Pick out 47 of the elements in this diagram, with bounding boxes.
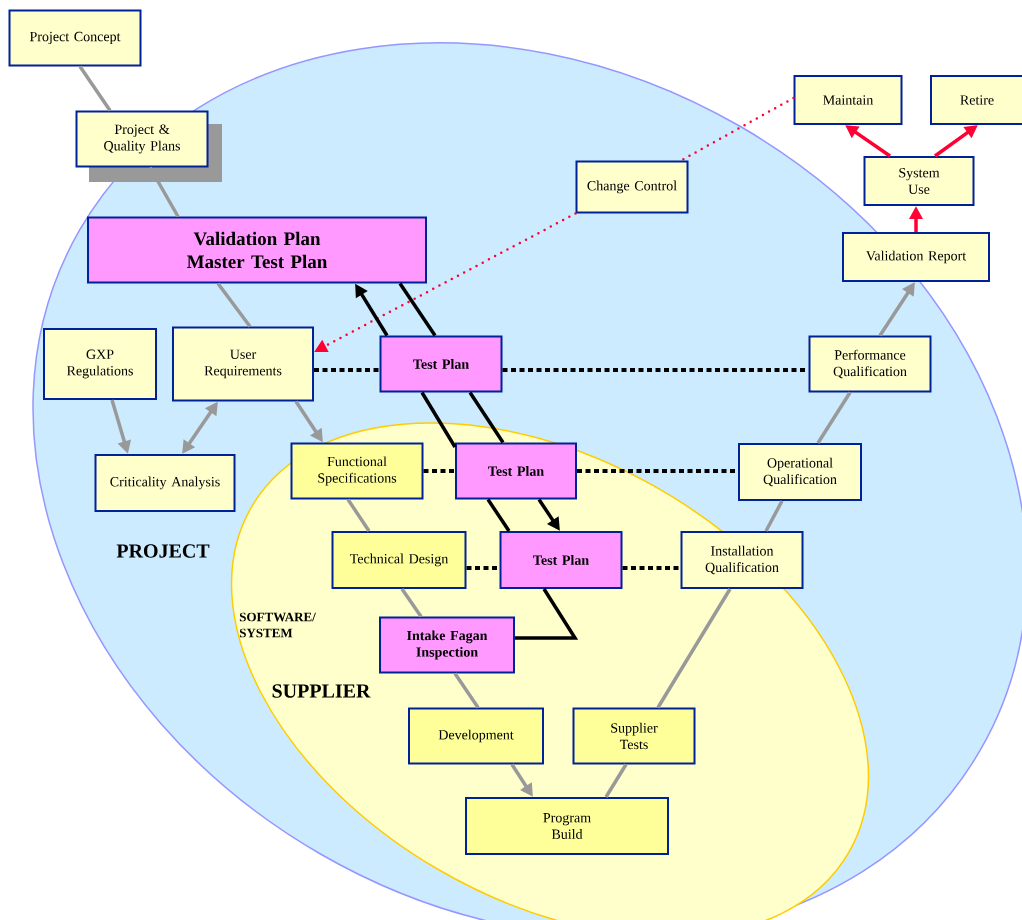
process-box: User Requirements: [172, 326, 314, 402]
connector-line: [515, 588, 579, 640]
region-label: SOFTWARE/ SYSTEM: [239, 612, 316, 638]
connector-line: [577, 469, 738, 473]
connector-line: [78, 65, 112, 112]
process-box: Development: [408, 707, 544, 765]
process-box: Technical Design: [331, 531, 467, 589]
process-box: Performance Qualification: [808, 335, 932, 393]
connector-line: [816, 391, 852, 444]
connector-line: [398, 282, 437, 337]
process-box: Program Build: [465, 797, 669, 855]
connector-line: [622, 566, 681, 570]
connector-line: [423, 469, 455, 473]
region-label: SUPPLIER: [272, 684, 371, 698]
process-box: Installation Qualification: [680, 531, 804, 589]
process-box: Change Control: [575, 160, 689, 214]
test-plan-box: Test Plan: [379, 335, 503, 393]
process-box: Validation Report: [842, 232, 990, 282]
region-label: PROJECT: [116, 544, 210, 558]
process-box: Maintain: [793, 75, 903, 125]
process-box: Functional Specifications: [290, 442, 424, 500]
process-box: Project & Quality Plans: [75, 110, 222, 182]
process-box: Operational Qualification: [738, 443, 862, 501]
process-box: GXP Regulations: [43, 328, 157, 400]
connector-line: [656, 588, 732, 709]
connector-line: [346, 498, 371, 532]
connector-line: [453, 672, 480, 709]
connector-line: [486, 498, 511, 532]
process-box: Project Concept: [8, 9, 142, 67]
connector-line: [466, 566, 500, 570]
process-box: Retire: [930, 75, 1022, 125]
connector-line: [314, 368, 380, 372]
connector-line: [216, 282, 252, 328]
plan-box: Validation Plan Master Test Plan: [87, 216, 427, 284]
test-plan-box: Test Plan: [499, 531, 623, 589]
process-box: System Use: [863, 156, 975, 206]
connector-line: [604, 763, 628, 798]
test-plan-box: Intake Fagan Inspection: [379, 616, 515, 674]
connector-line: [764, 500, 784, 532]
test-plan-box: Test Plan: [455, 442, 577, 500]
connector-line: [148, 166, 180, 218]
connector-line: [420, 391, 457, 448]
process-box: Supplier Tests: [572, 707, 696, 765]
connector-line: [679, 96, 795, 162]
process-box: Criticality Analysis: [94, 454, 236, 512]
connector-line: [400, 588, 423, 618]
connector-line: [468, 391, 505, 444]
